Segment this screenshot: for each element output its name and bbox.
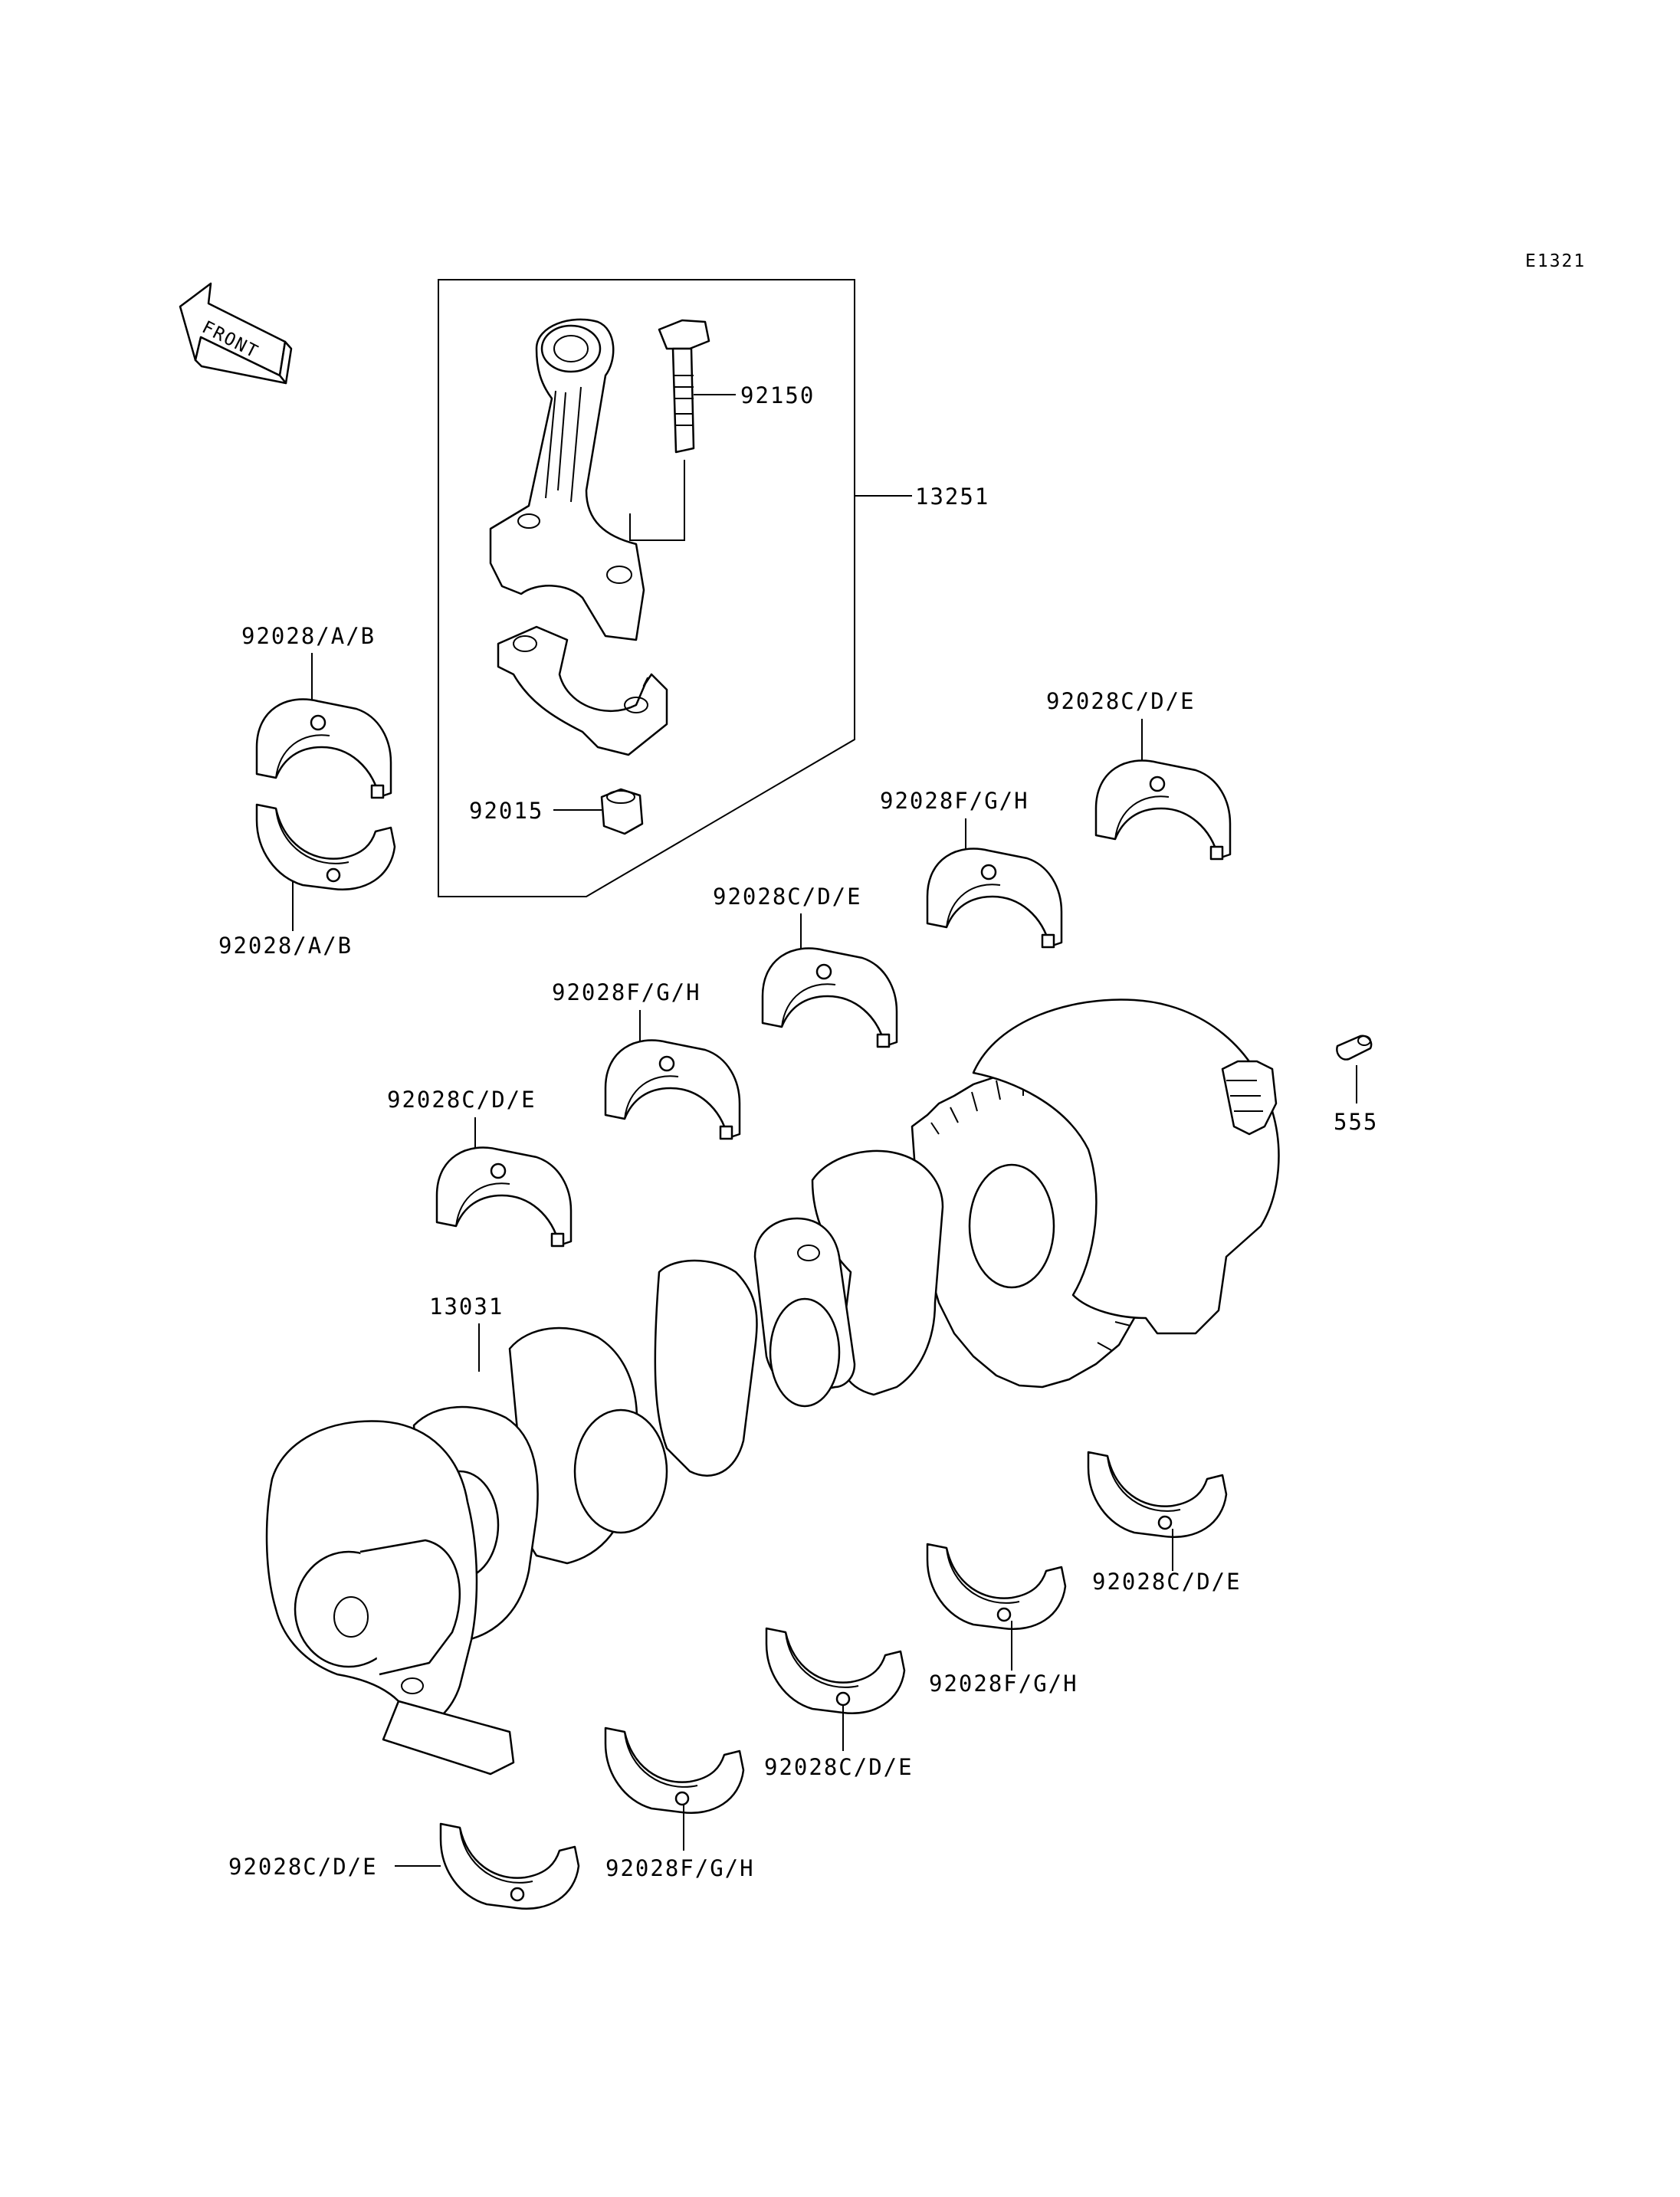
main-upper-2 bbox=[926, 848, 1063, 949]
label-main-lower-5: 92028C/D/E bbox=[228, 1854, 378, 1880]
label-main-upper-1: 92028C/D/E bbox=[1046, 688, 1196, 714]
main-lower-2 bbox=[926, 1543, 1067, 1631]
bolt-path-line bbox=[629, 460, 685, 541]
label-main-upper-4: 92028F/G/H bbox=[552, 979, 701, 1005]
label-92150: 92150 bbox=[740, 382, 815, 408]
main-lower-5 bbox=[439, 1822, 580, 1910]
label-main-lower-2: 92028F/G/H bbox=[929, 1671, 1078, 1697]
label-main-lower-1: 92028C/D/E bbox=[1092, 1569, 1242, 1595]
label-main-lower-4: 92028F/G/H bbox=[605, 1855, 755, 1881]
main-lower-1 bbox=[1087, 1451, 1228, 1539]
label-main-upper-2: 92028F/G/H bbox=[880, 788, 1029, 814]
rod-bearing-lower bbox=[255, 803, 396, 891]
main-upper-3 bbox=[761, 947, 898, 1048]
rod-nut bbox=[600, 788, 644, 835]
rod-cap bbox=[497, 625, 668, 756]
front-arrow-icon: FRONT bbox=[179, 282, 293, 385]
main-upper-4 bbox=[604, 1039, 741, 1140]
main-lower-3 bbox=[765, 1627, 906, 1715]
connecting-rod bbox=[489, 318, 645, 641]
label-92015: 92015 bbox=[469, 798, 543, 824]
rod-bearing-upper bbox=[255, 698, 392, 799]
label-13031: 13031 bbox=[429, 1294, 504, 1320]
main-upper-1 bbox=[1094, 759, 1232, 861]
rod-assembly-frame bbox=[438, 279, 855, 897]
label-main-lower-3: 92028C/D/E bbox=[764, 1754, 914, 1780]
label-555: 555 bbox=[1334, 1109, 1378, 1135]
main-upper-5 bbox=[435, 1146, 573, 1248]
label-rod-bearing-upper: 92028/A/B bbox=[241, 623, 376, 649]
crankshaft bbox=[265, 998, 1280, 1776]
diagram-code: E1321 bbox=[1525, 251, 1586, 271]
label-13251: 13251 bbox=[915, 484, 989, 510]
dowel-pin bbox=[1336, 1035, 1373, 1061]
label-main-upper-3: 92028C/D/E bbox=[713, 884, 862, 910]
label-rod-bearing-lower: 92028/A/B bbox=[218, 933, 353, 959]
rod-bolt bbox=[658, 319, 710, 454]
main-lower-4 bbox=[604, 1726, 745, 1815]
label-main-upper-5: 92028C/D/E bbox=[387, 1087, 536, 1113]
